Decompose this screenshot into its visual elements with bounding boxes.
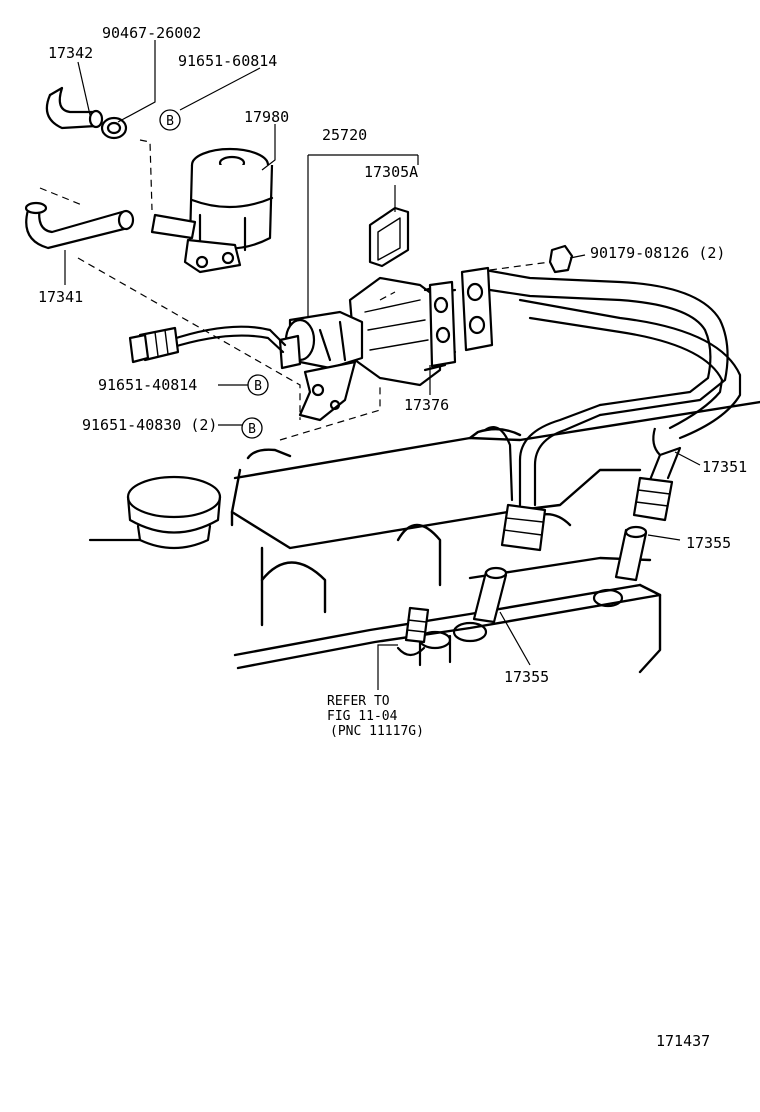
label-91651-40814: 91651-40814 — [98, 376, 197, 394]
marker-b-2-label: B — [254, 379, 262, 394]
marker-b-1: B — [159, 109, 181, 131]
refer-note-line-2: FIG 11-04 — [327, 709, 398, 724]
air-silencer-17980 — [150, 147, 274, 274]
bolt-90179 — [548, 244, 574, 274]
vacuum-nipple — [396, 606, 430, 657]
label-17376: 17376 — [404, 396, 449, 414]
gasket-17376 — [428, 266, 494, 368]
label-91651-60814: 91651-60814 — [178, 52, 277, 70]
figure-number: 171437 — [656, 1032, 710, 1050]
label-17351: 17351 — [702, 458, 747, 476]
pipe-17355-right — [614, 525, 648, 582]
hose-clamp — [100, 116, 128, 140]
air-injection-pipe — [483, 268, 742, 552]
refer-note-line-3: (PNC 11117G) — [330, 724, 424, 739]
label-90467-26002: 90467-26002 — [102, 24, 201, 42]
reed-valve-17305A — [368, 206, 410, 268]
marker-b-2: B — [247, 374, 269, 396]
pipe-17355-bottom — [472, 566, 508, 624]
hose-17341 — [24, 201, 135, 250]
air-switching-valve — [278, 276, 457, 422]
engine-head-cover — [230, 400, 760, 674]
label-17341: 17341 — [38, 288, 83, 306]
leader-lines — [64, 40, 701, 690]
label-17355-right: 17355 — [686, 534, 731, 552]
refer-note-line-1: REFER TO — [327, 694, 390, 709]
label-17305A: 17305A — [364, 163, 418, 181]
marker-b-1-label: B — [166, 114, 174, 129]
wire-harness — [128, 325, 287, 364]
label-90179-08126: 90179-08126 (2) — [590, 244, 725, 262]
label-91651-40830: 91651-40830 (2) — [82, 416, 217, 434]
hose-17342 — [45, 86, 104, 130]
assembly-lines — [39, 139, 551, 441]
marker-b-3-label: B — [248, 422, 256, 437]
marker-b-3: B — [241, 417, 263, 439]
oil-filler-cap — [88, 475, 222, 550]
label-17342: 17342 — [48, 44, 93, 62]
label-25720: 25720 — [322, 126, 367, 144]
label-17355-bottom: 17355 — [504, 668, 549, 686]
label-17980: 17980 — [244, 108, 289, 126]
